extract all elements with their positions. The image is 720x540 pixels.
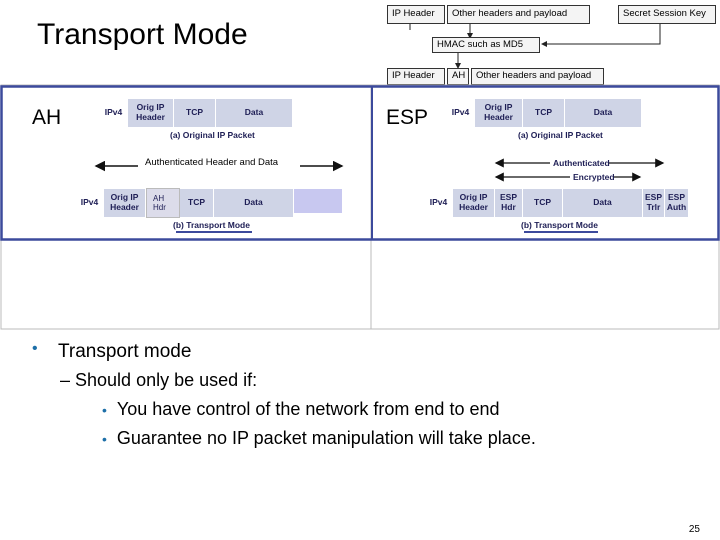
bullet-level2: – Should only be used if: [60,370,258,390]
esp-label: ESP [386,106,429,129]
bullet-level2-text: Should only be used if: [75,370,258,390]
esp-trans-underline [524,231,598,233]
ah-authenticated-label: Authenticated Header and Data [145,157,279,168]
esp-trans-esp-trlr: ESP Trlr [643,189,665,217]
ah-orig-caption: (a) Original IP Packet [170,130,255,140]
esp-trans-data: Data [563,189,643,217]
esp-encrypted-label: Encrypted [573,172,615,182]
ah-trans-underline [176,231,252,233]
ip-header-box-top: IP Header [387,5,445,24]
ah-trans-tcp: TCP [180,189,214,217]
esp-orig-data: Data [565,99,642,127]
ah-orig-ipv4: IPv4 [100,99,128,127]
ah-trans-ah-hdr: AH Hdr [146,188,180,218]
esp-orig-ip-header: Orig IP Header [475,99,523,127]
esp-trans-ipv4: IPv4 [425,189,453,217]
bullet-dot-icon: • [102,431,107,447]
bullet-level3-text: Guarantee no IP packet manipulation will… [116,428,536,448]
ah-trans-ipv4: IPv4 [76,189,104,217]
slide-title: Transport Mode [37,18,248,51]
esp-orig-ipv4: IPv4 [447,99,475,127]
esp-trans-caption: (b) Transport Mode [521,220,598,230]
esp-trans-esp-hdr: ESP Hdr [495,189,523,217]
esp-trans-tcp: TCP [523,189,563,217]
bullet-level3-item: • You have control of the network from en… [102,399,500,420]
esp-trans-ip-header: Orig IP Header [453,189,495,217]
hmac-diagram-arrows [409,24,661,69]
ah-orig-ip-header: Orig IP Header [128,99,174,127]
other-headers-box-top: Other headers and payload [447,5,590,24]
ah-label: AH [32,106,62,129]
page-number: 25 [688,524,700,535]
ah-orig-data: Data [216,99,293,127]
bullet-level1-text: Transport mode [58,341,192,362]
ah-trans-ip-header: Orig IP Header [104,189,146,217]
bullet-dot-icon: • [32,340,38,357]
bullet-level3-item: • Guarantee no IP packet manipulation wil… [102,428,536,449]
ah-trans-caption: (b) Transport Mode [173,220,250,230]
esp-authenticated-label: Authenticated [553,158,610,168]
ah-orig-tcp: TCP [174,99,216,127]
bullet-level3-text: You have control of the network from end… [116,399,500,419]
esp-trans-esp-auth: ESP Auth [665,189,689,217]
secret-session-key-box: Secret Session Key [618,5,716,24]
esp-orig-tcp: TCP [523,99,565,127]
hmac-box: HMAC such as MD5 [432,37,540,53]
ah-trans-highlight [294,189,342,213]
esp-orig-caption: (a) Original IP Packet [518,130,603,140]
ah-trans-data: Data [214,189,294,217]
bullet-dot-icon: • [102,402,107,418]
